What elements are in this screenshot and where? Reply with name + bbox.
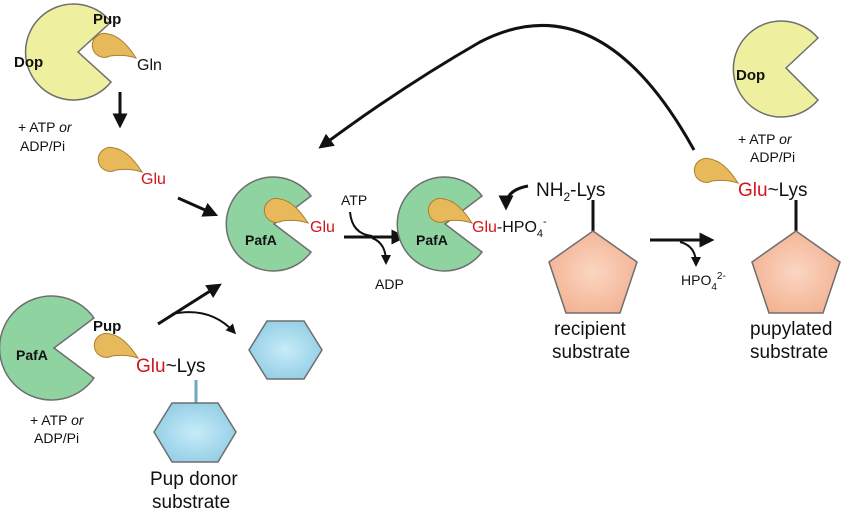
arrow-to-pafa [177, 196, 219, 217]
pafa-label-phospho: PafA [416, 232, 448, 248]
adp-label: ADP [375, 276, 404, 292]
pup-donor-label-2: substrate [152, 492, 230, 513]
adp-pi-top: ADP/Pi [20, 138, 65, 154]
atp-or-adp-left: + ATP or [30, 412, 85, 428]
nh2-lys-label: NH2-Lys [536, 180, 605, 204]
arrow-transfer-to-pafa [157, 283, 222, 326]
pup-tag-icon [693, 157, 740, 184]
atp-curve-arrow [349, 211, 373, 237]
pafa-label-bottom: PafA [16, 347, 48, 363]
atp-label: ATP [341, 192, 367, 208]
dop-label-right: Dop [736, 67, 765, 84]
hpo4-release-arrow [679, 241, 701, 267]
glu-lys-donor-label: Glu~Lys [136, 356, 206, 377]
glu-lys-right-label: Glu~Lys [738, 180, 808, 201]
pafa-enzyme-center [225, 176, 313, 272]
pup-tag-icon [427, 197, 474, 224]
released-donor-hexagon [248, 320, 323, 380]
pup-tag-icon [263, 197, 310, 224]
atp-or-adp-right: + ATP or [738, 131, 793, 147]
dop-enzyme-top [24, 3, 113, 101]
pupylated-substrate-label-1: pupylated [750, 319, 832, 340]
hpo4-released-label: HPO42- [681, 271, 726, 293]
recipient-substrate-label-1: recipient [554, 319, 627, 340]
adp-pi-left: ADP/Pi [34, 430, 79, 446]
pupylated-substrate-label-2: substrate [750, 342, 828, 363]
atp-or-adp-top: + ATP or [18, 119, 73, 135]
pupylated-substrate-pentagon [751, 230, 841, 314]
arrow-lys-attack [498, 184, 529, 211]
arrow-release-donor [171, 311, 237, 335]
gln-label: Gln [137, 57, 162, 74]
pup-label-bottom: Pup [93, 318, 121, 335]
pafa-label-center: PafA [245, 232, 277, 248]
dop-label-top: Dop [14, 54, 43, 71]
pafa-enzyme-bottom [0, 295, 96, 401]
glu-free-label: Glu [141, 171, 166, 188]
pup-donor-substrate-hexagon [153, 402, 237, 463]
arrow-depupylation-recycle [318, 23, 696, 151]
glu-hpo4-label: Glu-HPO4- [472, 216, 547, 240]
pup-label-top: Pup [93, 11, 121, 28]
recipient-substrate-label-2: substrate [552, 342, 630, 363]
adp-curve-arrow [371, 237, 391, 265]
pup-tag-icon [93, 332, 140, 359]
pup-donor-label-1: Pup donor [150, 469, 238, 490]
adp-pi-right: ADP/Pi [750, 149, 795, 165]
glu-bound-label: Glu [310, 219, 335, 236]
pafa-enzyme-phospho [396, 176, 484, 272]
pup-tag-icon [97, 146, 144, 173]
pup-tag-icon [91, 32, 138, 59]
recipient-substrate-pentagon [548, 230, 638, 314]
dop-enzyme-right [732, 20, 820, 118]
